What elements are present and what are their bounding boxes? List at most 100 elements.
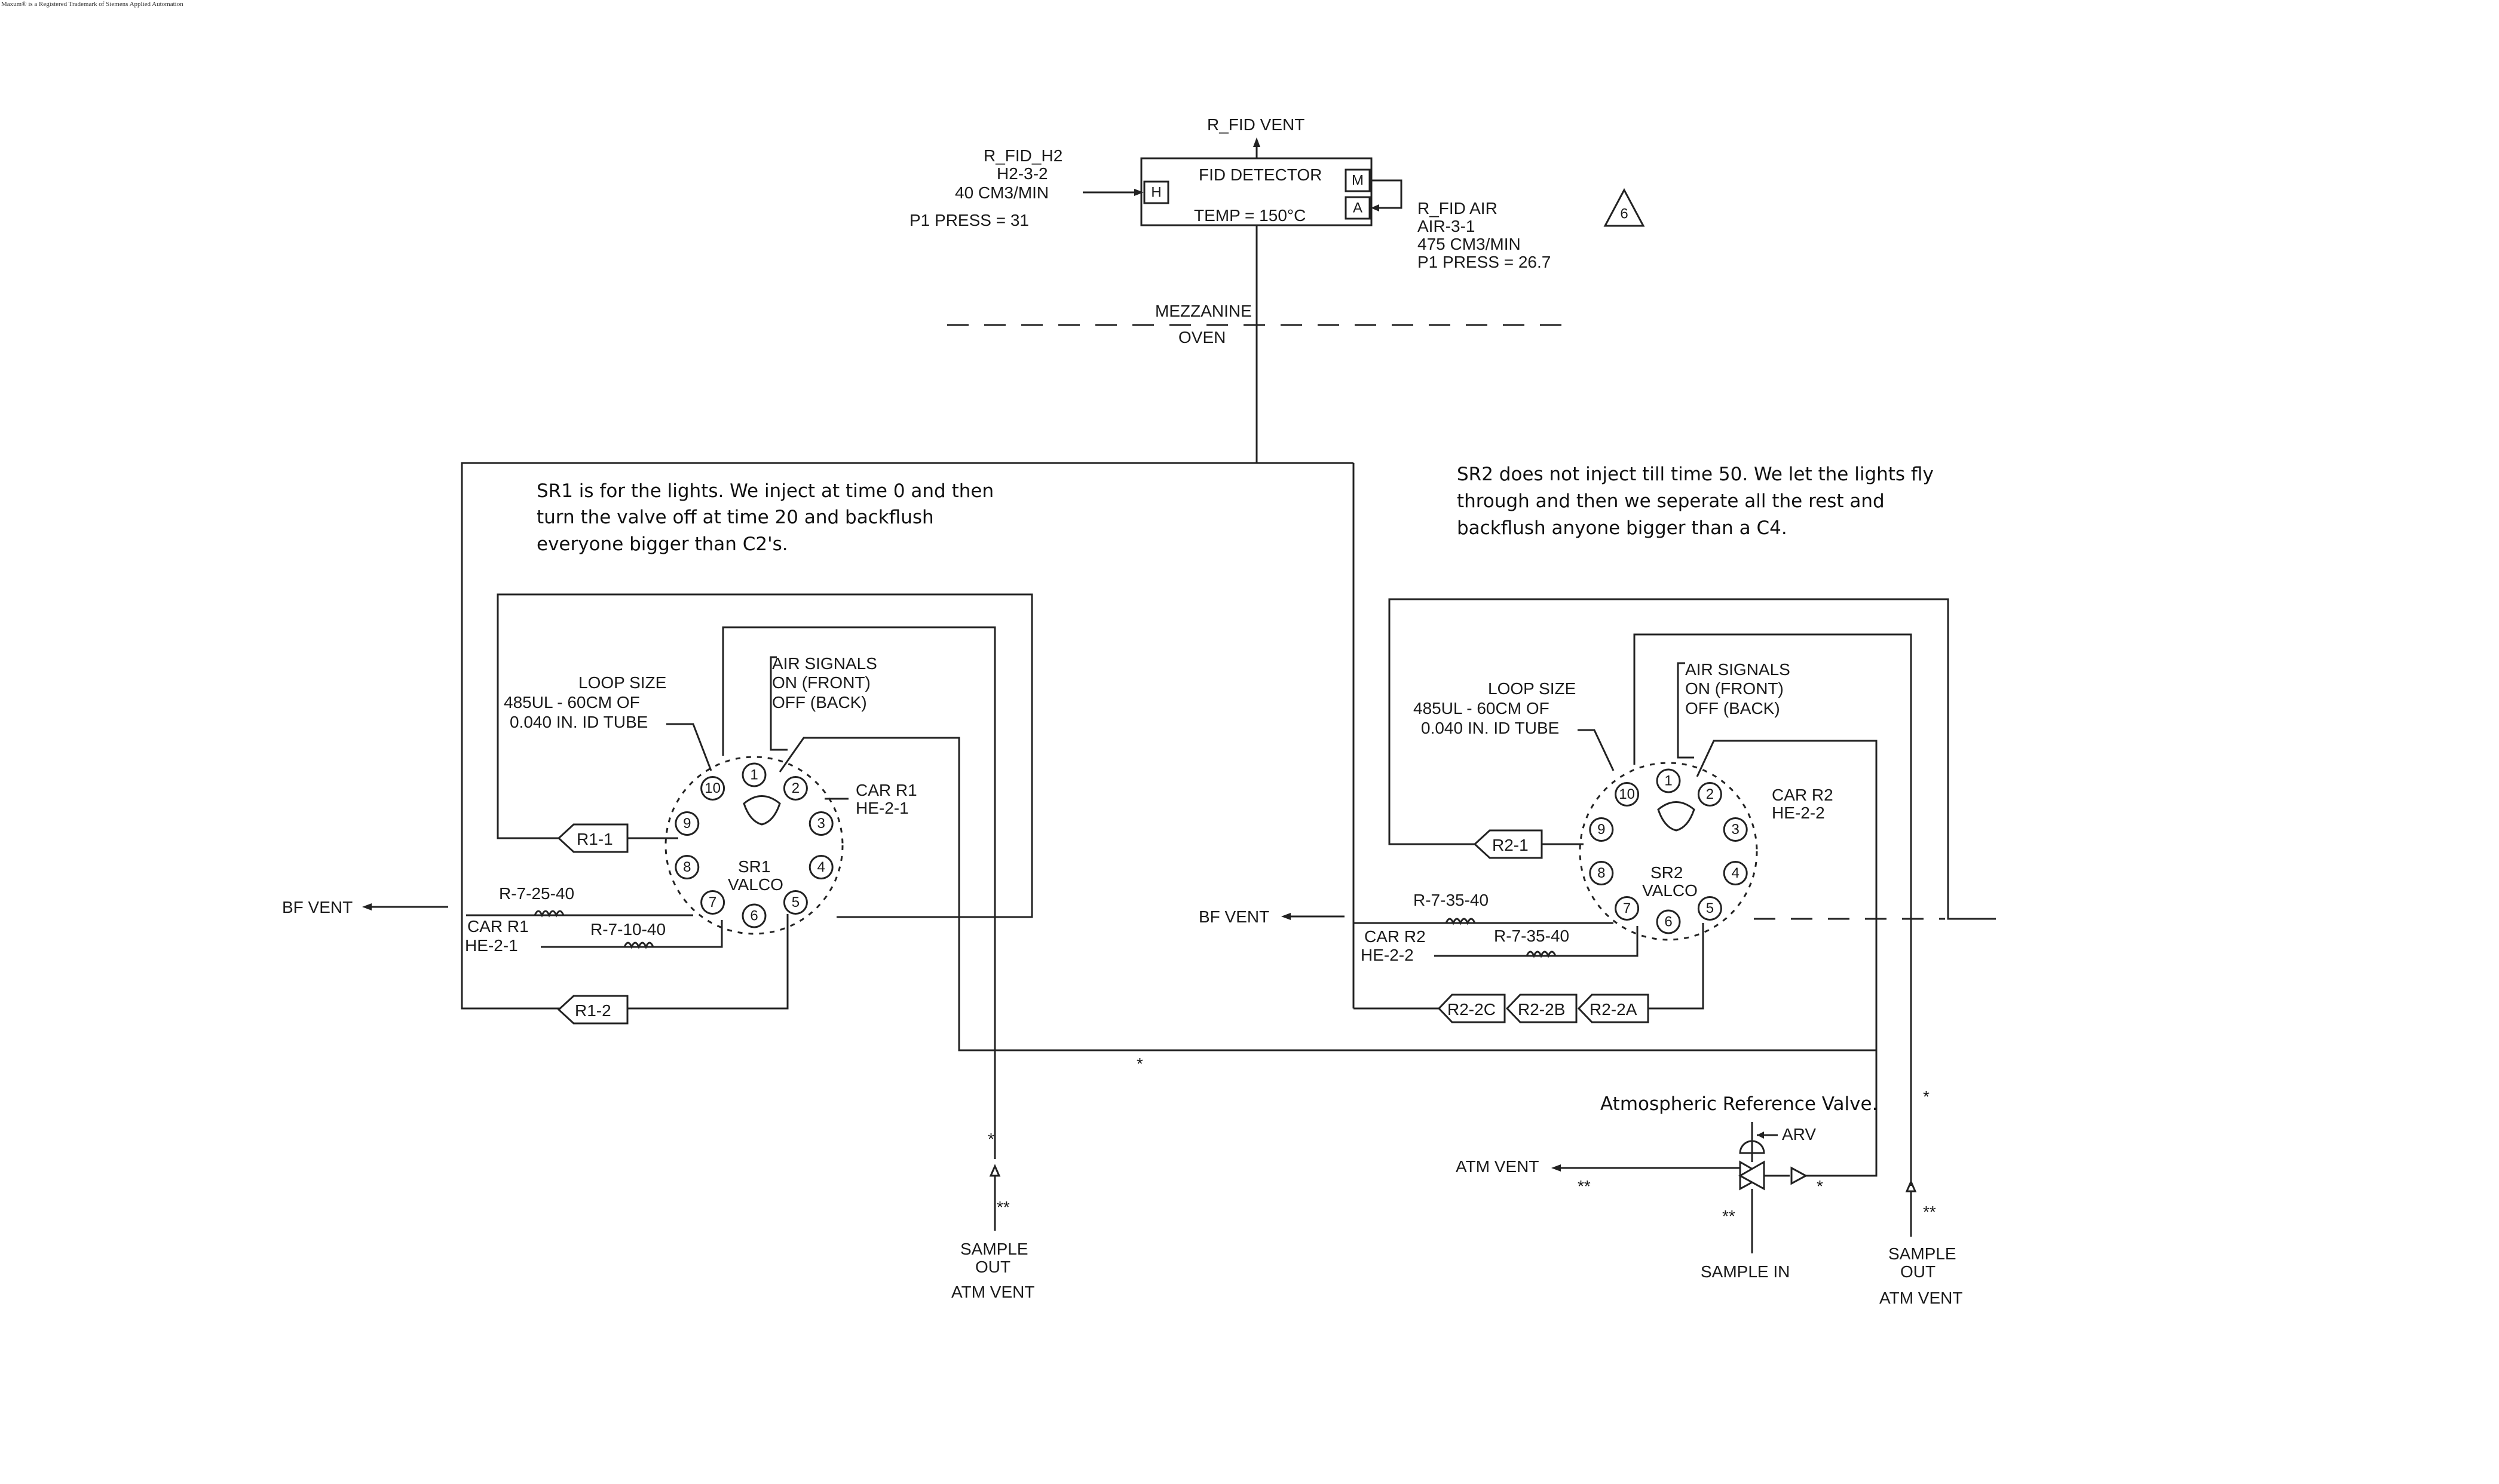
sr2-port-2 (1697, 782, 1722, 807)
sr1-port-10 (700, 776, 725, 801)
detector-port-a (1345, 196, 1371, 220)
sr2-sample-out-2: OUT (1900, 1262, 1936, 1281)
sr1-port-label-4: 4 (817, 859, 825, 875)
sr1-port-7 (700, 890, 725, 915)
svg-text:M: M (1352, 173, 1364, 189)
sr1-valve-type: VALCO (728, 875, 783, 894)
svg-text:A: A (1353, 200, 1362, 216)
sr1-section: SR1 is for the lights. We inject at time… (282, 462, 1876, 1301)
sr2-port-3 (1723, 817, 1748, 842)
fid-detector: R_FID VENT FID DETECTOR TEMP = 150°C H M… (909, 115, 1645, 271)
sr2-valve-type: VALCO (1642, 881, 1698, 900)
sr2-air-line-2: ON (FRONT) (1685, 679, 1784, 698)
sr1-note-line-2: turn the valve off at time 20 and backfl… (537, 507, 934, 528)
sr1-air-line-1: AIR SIGNALS (772, 654, 877, 673)
sr2-mark-double: ** (1923, 1203, 1936, 1221)
sr1-port-2 (783, 776, 808, 801)
sr2-note-line-1: SR2 does not inject till time 50. We let… (1457, 464, 1934, 485)
sr1-carrier-line-1: CAR R1 (856, 781, 917, 799)
sr1-port-label-1: 1 (750, 767, 758, 783)
air-line-2: AIR-3-1 (1417, 217, 1475, 235)
sr1-loop-line-2: 485UL - 60CM OF (504, 693, 640, 712)
air-line-4: P1 PRESS = 26.7 (1417, 253, 1551, 271)
sr2-port-10 (1615, 782, 1640, 807)
sr2-port-label-3: 3 (1732, 821, 1740, 838)
sr2-restrictor-bottom: R-7-35-40 (1494, 927, 1569, 945)
sr2-note-line-2: through and then we seperate all the res… (1457, 490, 1885, 512)
arv-in-mark: ** (1722, 1207, 1735, 1225)
mid-mark-single: * (1137, 1054, 1143, 1073)
arv-note: Atmospheric Reference Valve. (1600, 1093, 1878, 1115)
sr1-loop-line-3: 0.040 IN. ID TUBE (510, 713, 648, 731)
svg-text:R1-1: R1-1 (577, 830, 613, 848)
sr1-carrier-line-2: HE-2-1 (856, 799, 909, 817)
sr2-loop-line-1: LOOP SIZE (1488, 679, 1576, 698)
sr1-restrictor-top: R-7-25-40 (499, 884, 574, 903)
sr1-port-label-9: 9 (683, 815, 691, 832)
sr1-note-line-1: SR1 is for the lights. We inject at time… (537, 480, 994, 502)
svg-text:R2-2A: R2-2A (1590, 1000, 1637, 1019)
svg-text:R2-2C: R2-2C (1447, 1000, 1496, 1019)
sr1-air-line-2: ON (FRONT) (772, 673, 871, 692)
sr2-carrier-line-2: HE-2-2 (1772, 804, 1825, 822)
sr2-mark-single: * (1923, 1087, 1930, 1106)
sr2-port-label-2: 2 (1706, 786, 1714, 802)
sr2-air-line-1: AIR SIGNALS (1685, 660, 1790, 679)
sr2-valve-name: SR2 (1650, 863, 1683, 882)
sr2-port-8 (1589, 861, 1614, 885)
sr2-restrictor-top: R-7-35-40 (1413, 891, 1489, 909)
zone-lower-label: OVEN (1178, 328, 1226, 347)
detector-temp: TEMP = 150°C (1194, 206, 1306, 225)
sr1-air-line-3: OFF (BACK) (772, 693, 867, 712)
sr1-port-3 (808, 811, 834, 836)
sr1-port-label-8: 8 (683, 859, 691, 875)
detector-title: FID DETECTOR (1199, 165, 1322, 184)
sr1-valve-name: SR1 (738, 857, 770, 876)
sr2-port-label-4: 4 (1732, 865, 1740, 881)
sr1-sample-out-1: SAMPLE (960, 1240, 1028, 1258)
sr1-port-5 (783, 890, 808, 915)
arv-sample-in: SAMPLE IN (1701, 1262, 1790, 1281)
sr2-carrier2-line-1: CAR R2 (1364, 927, 1426, 946)
sr2-port-5 (1697, 896, 1722, 921)
sr2-atm-vent: ATM VENT (1879, 1289, 1962, 1307)
sr1-port-label-10: 10 (705, 780, 721, 796)
sr2-carrier-line-1: CAR R2 (1772, 786, 1833, 804)
sr2-column-c (1437, 994, 1506, 1023)
svg-text:R1-2: R1-2 (575, 1001, 611, 1020)
sr1-bf-vent: BF VENT (282, 898, 353, 916)
sr2-port-6 (1656, 909, 1681, 934)
arv-vent-mark: ** (1578, 1177, 1591, 1195)
sr1-carrier2-line-2: HE-2-1 (465, 936, 518, 955)
sr1-carrier2-line-1: CAR R1 (467, 917, 529, 936)
trademark-notice: Maxum® is a Registered Trademark of Siem… (1, 1, 183, 8)
sr2-port-label-9: 9 (1597, 821, 1605, 838)
sr1-loop-line-1: LOOP SIZE (578, 673, 666, 692)
sr2-loop-line-3: 0.040 IN. ID TUBE (1421, 719, 1559, 737)
sr2-port-7 (1615, 896, 1640, 921)
sr2-port-label-5: 5 (1706, 900, 1714, 916)
revision-triangle (1603, 188, 1645, 227)
sr2-air-line-3: OFF (BACK) (1685, 699, 1780, 718)
sr2-sample-out-1: SAMPLE (1888, 1244, 1956, 1263)
air-line-3: 475 CM3/MIN (1417, 235, 1521, 253)
sr1-sample-out-2: OUT (975, 1258, 1010, 1276)
h2-line-2: H2-3-2 (997, 164, 1048, 183)
zone-upper-label: MEZZANINE (1155, 302, 1252, 320)
sr1-column-bottom (557, 995, 629, 1025)
sr1-port-8 (675, 855, 700, 879)
detector-port-m (1345, 168, 1371, 192)
sr1-atm-vent: ATM VENT (951, 1283, 1034, 1301)
sr2-port-label-6: 6 (1664, 914, 1672, 930)
sr2-port-label-8: 8 (1597, 865, 1605, 881)
check-valve (1790, 1166, 1808, 1185)
arv-atm-vent: ATM VENT (1456, 1157, 1539, 1176)
h2-line-1: R_FID_H2 (984, 146, 1062, 165)
sr2-port-label-7: 7 (1623, 900, 1631, 916)
sr2-carrier2-line-2: HE-2-2 (1361, 946, 1414, 964)
revision-number: 6 (1620, 206, 1628, 222)
svg-text:H: H (1151, 185, 1161, 201)
